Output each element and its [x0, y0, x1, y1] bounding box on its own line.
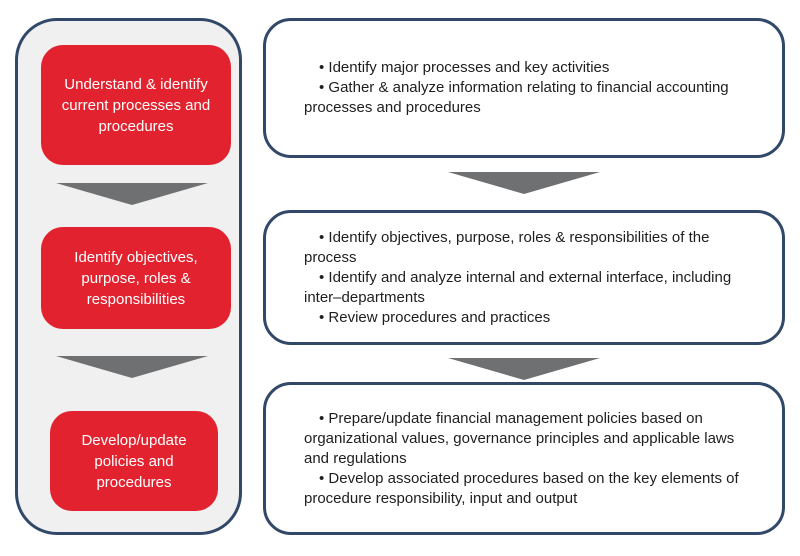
detail-box-1: • Identify major processes and key activ… — [263, 18, 785, 158]
bullet-item: • Prepare/update financial management po… — [304, 409, 735, 467]
step-box-3: Develop/update policies and procedures — [50, 411, 218, 511]
steps-panel: Understand & identify current processes … — [15, 18, 242, 535]
bullet-item: • Gather & analyze information relating … — [304, 79, 729, 116]
bullet-item: • Identify objectives, purpose, roles & … — [304, 228, 710, 266]
arrow-down-icon — [448, 358, 600, 380]
step-1-label: Understand & identify current processes … — [61, 75, 211, 135]
step-box-1: Understand & identify current processes … — [41, 45, 231, 165]
step-3-label: Develop/update policies and procedures — [81, 431, 187, 491]
step-2-label: Identify objectives, purpose, roles & re… — [74, 248, 198, 308]
bullet-item: • Develop associated procedures based on… — [304, 469, 739, 507]
arrow-down-icon — [448, 172, 600, 194]
arrow-down-icon — [56, 356, 208, 378]
bullet-item: • Identify major processes and key activ… — [319, 59, 610, 76]
step-box-2: Identify objectives, purpose, roles & re… — [41, 227, 231, 329]
detail-box-3: • Prepare/update financial management po… — [263, 382, 785, 535]
bullet-item: • Review procedures and practices — [319, 308, 551, 326]
bullet-item: • Identify and analyze internal and exte… — [304, 268, 732, 306]
details-column: • Identify major processes and key activ… — [263, 18, 785, 535]
detail-box-2: • Identify objectives, purpose, roles & … — [263, 210, 785, 345]
arrow-down-icon — [56, 183, 208, 205]
